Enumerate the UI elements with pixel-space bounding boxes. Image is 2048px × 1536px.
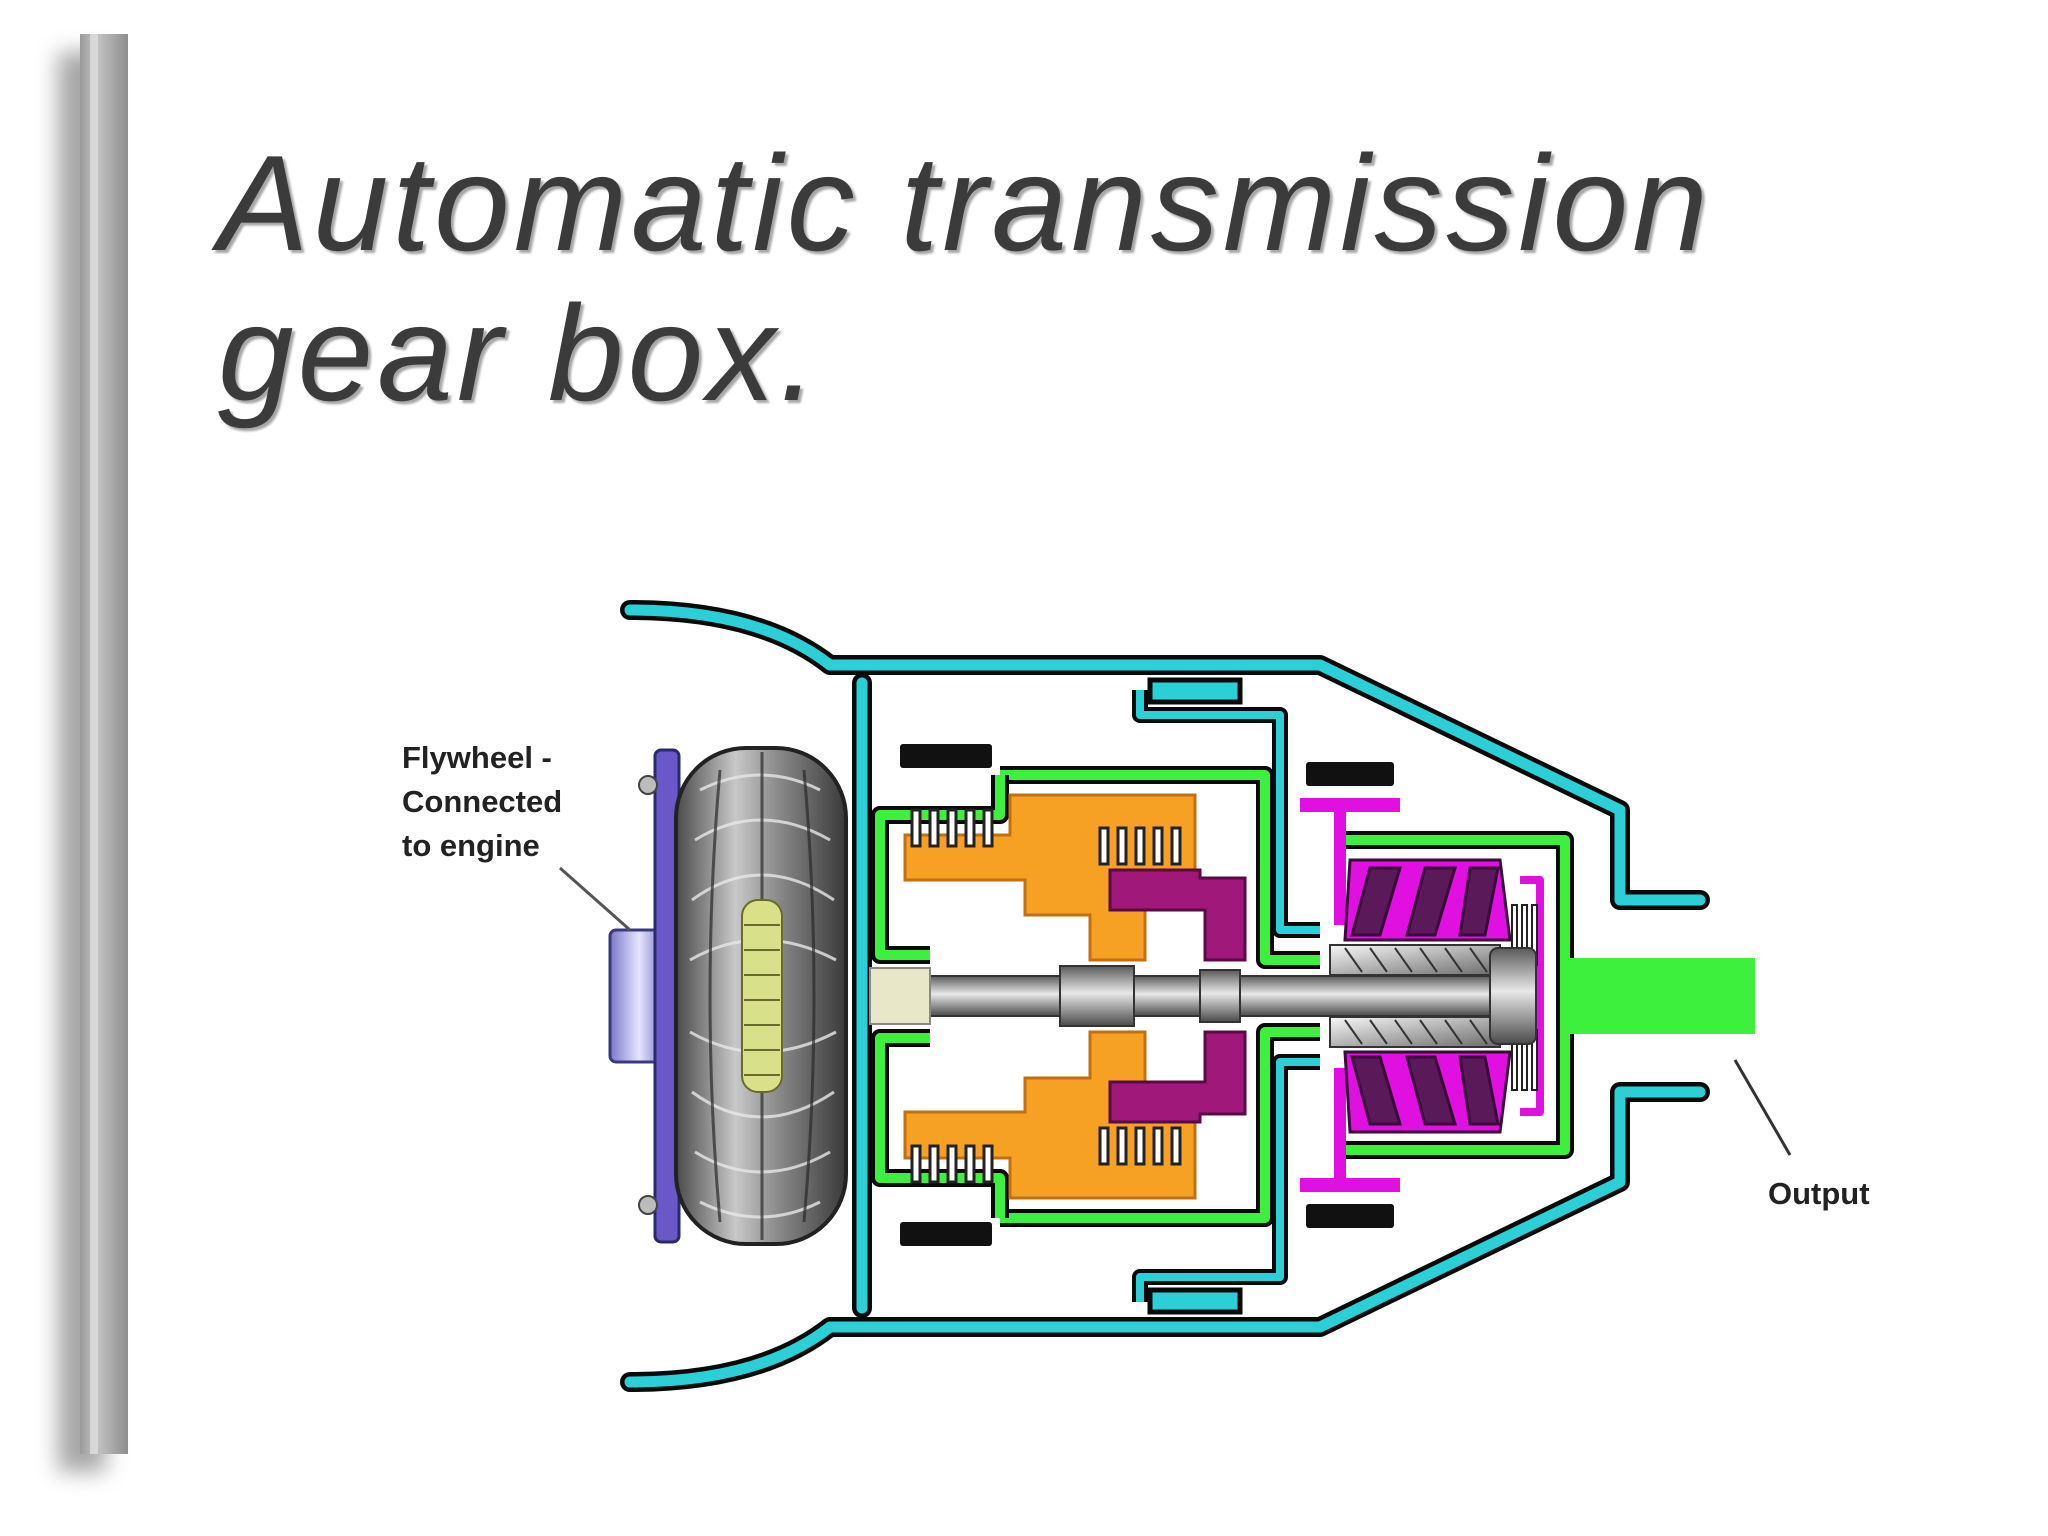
transmission-housing <box>620 600 1710 1392</box>
output-label: Output <box>1768 1176 1870 1211</box>
flywheel-leader-line <box>559 866 631 932</box>
planet-gears <box>1343 858 1512 1134</box>
slide-side-bar <box>80 34 128 1454</box>
flywheel-label-line3: to engine <box>402 828 540 863</box>
cyan-support-rails <box>1132 690 1320 1302</box>
top-mount-boss <box>1147 677 1243 705</box>
ring-gear-frame <box>1300 798 1544 1192</box>
transmission-diagram: Flywheel - Connected to engine Output <box>402 600 1870 1392</box>
torque-converter <box>608 746 848 1246</box>
output-leader-line <box>1733 1059 1792 1156</box>
shaft-collar-2 <box>1199 969 1241 1023</box>
bottom-mount-boss <box>1147 1287 1243 1315</box>
slide-title: Automatic transmission gear box. <box>218 127 1712 429</box>
flywheel-label-line1: Flywheel - <box>402 740 552 775</box>
brake-bands <box>900 744 1394 1246</box>
flywheel-label-line2: Connected <box>402 784 562 819</box>
output-coupling <box>1489 947 1537 1045</box>
output-shaft <box>1565 958 1755 1034</box>
planetary-carrier <box>1108 868 1247 1124</box>
shaft-collar <box>1059 965 1135 1027</box>
sun-gear <box>1329 944 1501 1048</box>
input-spline <box>869 967 931 1025</box>
clutch-plate-teeth <box>910 808 1182 1184</box>
